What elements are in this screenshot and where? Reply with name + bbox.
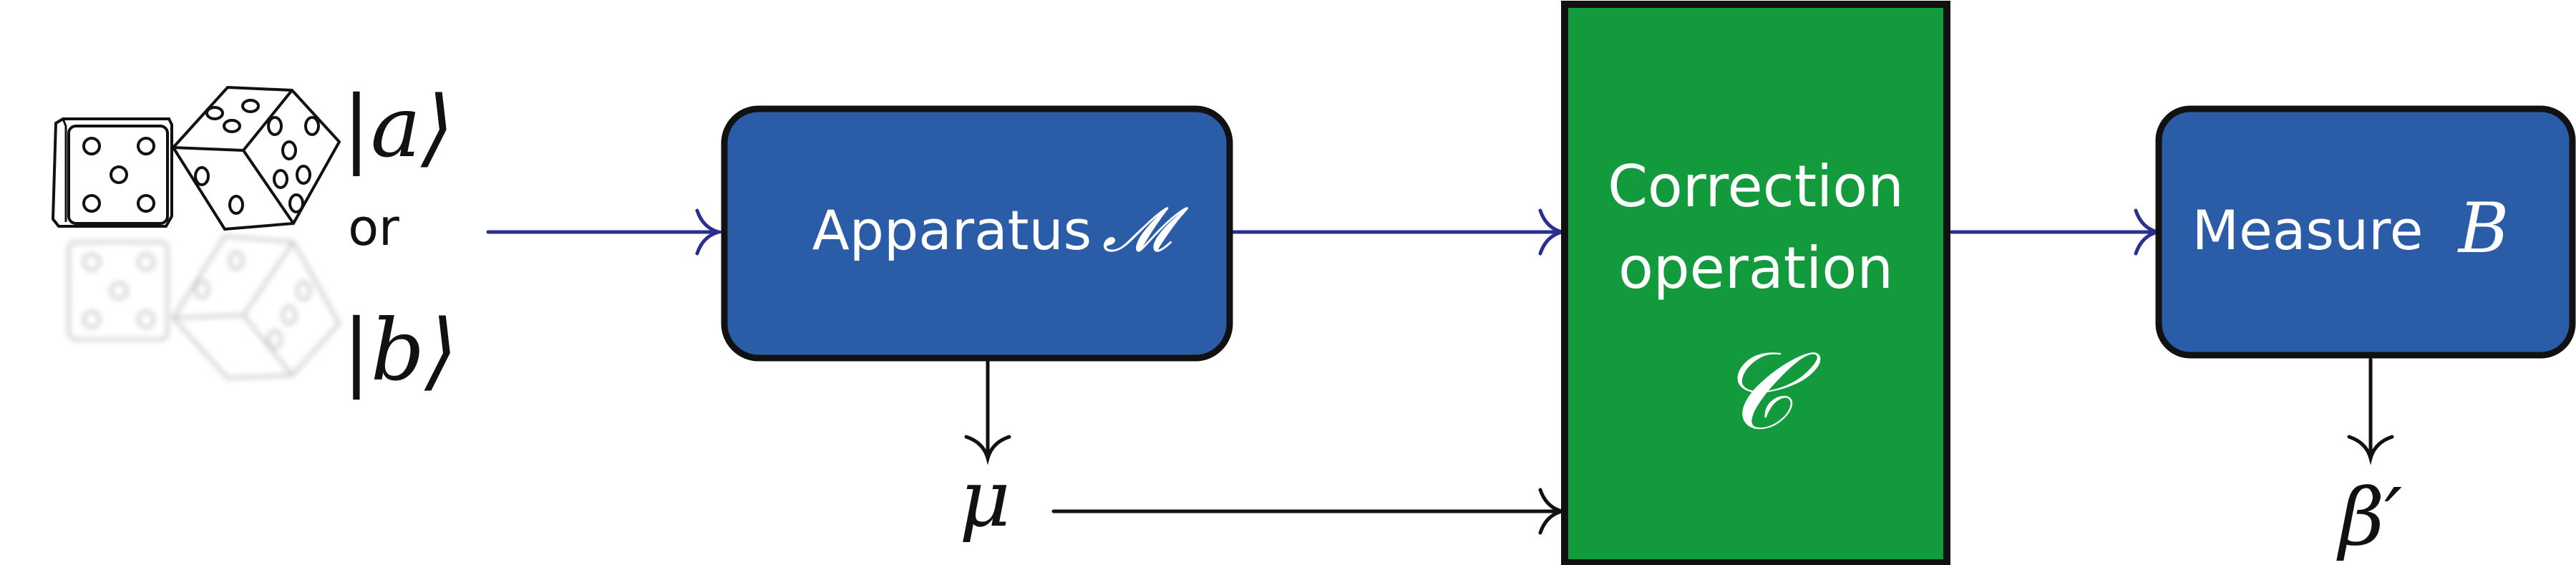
beta-label: β′ [2336,471,2403,563]
state-a-label: |a⟩ [342,77,454,176]
apparatus-box: Apparatus 𝓜 [721,105,1233,362]
measure-symbol: B [2457,188,2509,269]
arrow-mu-to-correction [1051,488,1569,535]
dice-reflection [67,234,341,380]
correction-line1: Correction [1608,153,1904,220]
state-b-label: |b⟩ [342,301,457,400]
arrow-apparatus-to-correction [1229,208,1569,256]
arrow-correction-to-measure [1948,208,2164,256]
correction-line2: operation [1618,235,1893,301]
dice-icon [51,85,341,231]
mu-label: μ [959,453,1011,544]
arrow-measure-to-beta [2347,357,2394,465]
measure-box: Measure B [2155,105,2576,359]
correction-box: Correction operation 𝒞 [1561,1,1950,565]
measure-label: Measure [2192,198,2424,262]
arrow-apparatus-to-mu [964,357,1011,465]
arrow-input-to-apparatus [486,208,726,256]
or-label: or [348,198,399,257]
apparatus-label: Apparatus [812,198,1092,262]
